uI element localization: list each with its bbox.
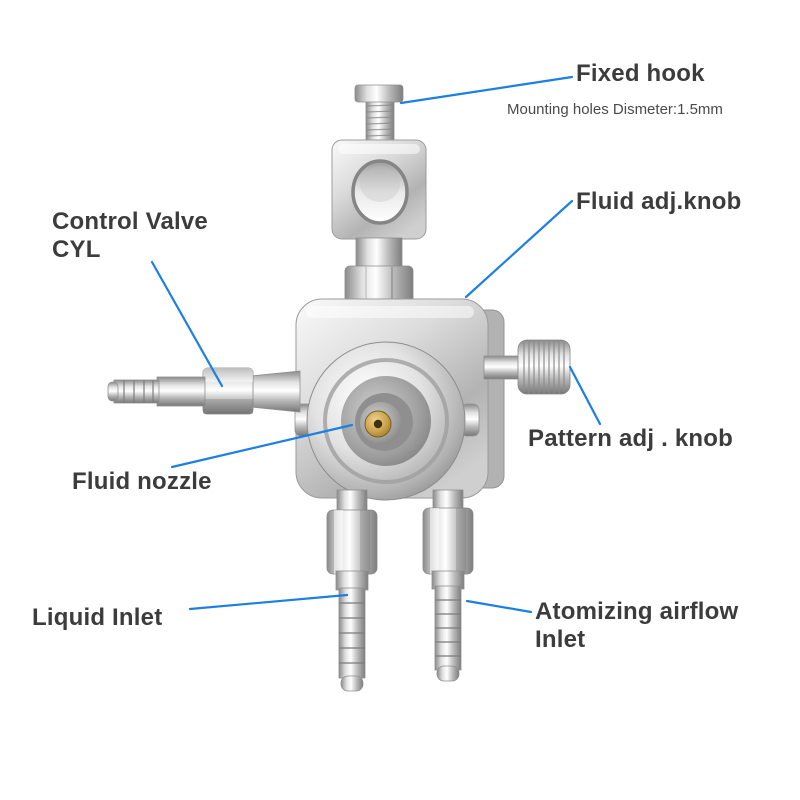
label-atomizing-line2: Inlet [535, 626, 586, 654]
label-control-valve-cyl: Control Valve CYL [52, 208, 208, 265]
barb-ribs-atomizing-inlet [435, 599, 461, 657]
barb-ribs-liquid-inlet [339, 602, 365, 664]
leader-pattern-adj-knob [568, 365, 602, 426]
barb-ribs-left-fitting [123, 380, 154, 403]
spray-valve-illustration [107, 84, 571, 692]
label-fixed-hook: Fixed hook [576, 60, 705, 87]
leader-control-valve-cyl [150, 260, 224, 388]
thread-lines [365, 104, 395, 137]
leader-lines [150, 75, 602, 614]
knurl-lines [523, 341, 565, 393]
label-atomizing-inlet: Atomizing airflow Inlet [535, 598, 738, 655]
label-control-valve-line2: CYL [52, 236, 101, 264]
leader-fluid-adj-knob [464, 199, 574, 299]
label-fluid-adj-knob: Fluid adj.knob [576, 188, 742, 215]
liquid-inlet-fitting [326, 489, 378, 692]
atomizing-inlet-fitting [422, 489, 474, 682]
mounting-hole [351, 159, 409, 225]
leader-atomizing-inlet [465, 599, 533, 614]
fluid-nozzle-tip [364, 410, 392, 438]
leader-liquid-inlet [188, 593, 349, 611]
leader-fixed-hook [399, 75, 574, 105]
label-liquid-inlet: Liquid Inlet [32, 604, 163, 631]
fluid-adj-neck [344, 237, 414, 305]
label-atomizing-line1: Atomizing airflow [535, 598, 739, 625]
top-bolt [354, 84, 404, 146]
label-mounting-note: Mounting holes Dismeter:1.5mm [507, 101, 723, 118]
label-fluid-nozzle: Fluid nozzle [72, 468, 212, 495]
label-pattern-adj-knob: Pattern adj . knob [528, 425, 733, 452]
leader-fluid-nozzle [170, 423, 354, 469]
pattern-adj-knob-part [483, 339, 571, 395]
label-control-valve-line1: Control Valve [52, 208, 208, 235]
control-valve-cyl-fitting [107, 367, 301, 415]
fixed-hook-block [331, 139, 427, 240]
